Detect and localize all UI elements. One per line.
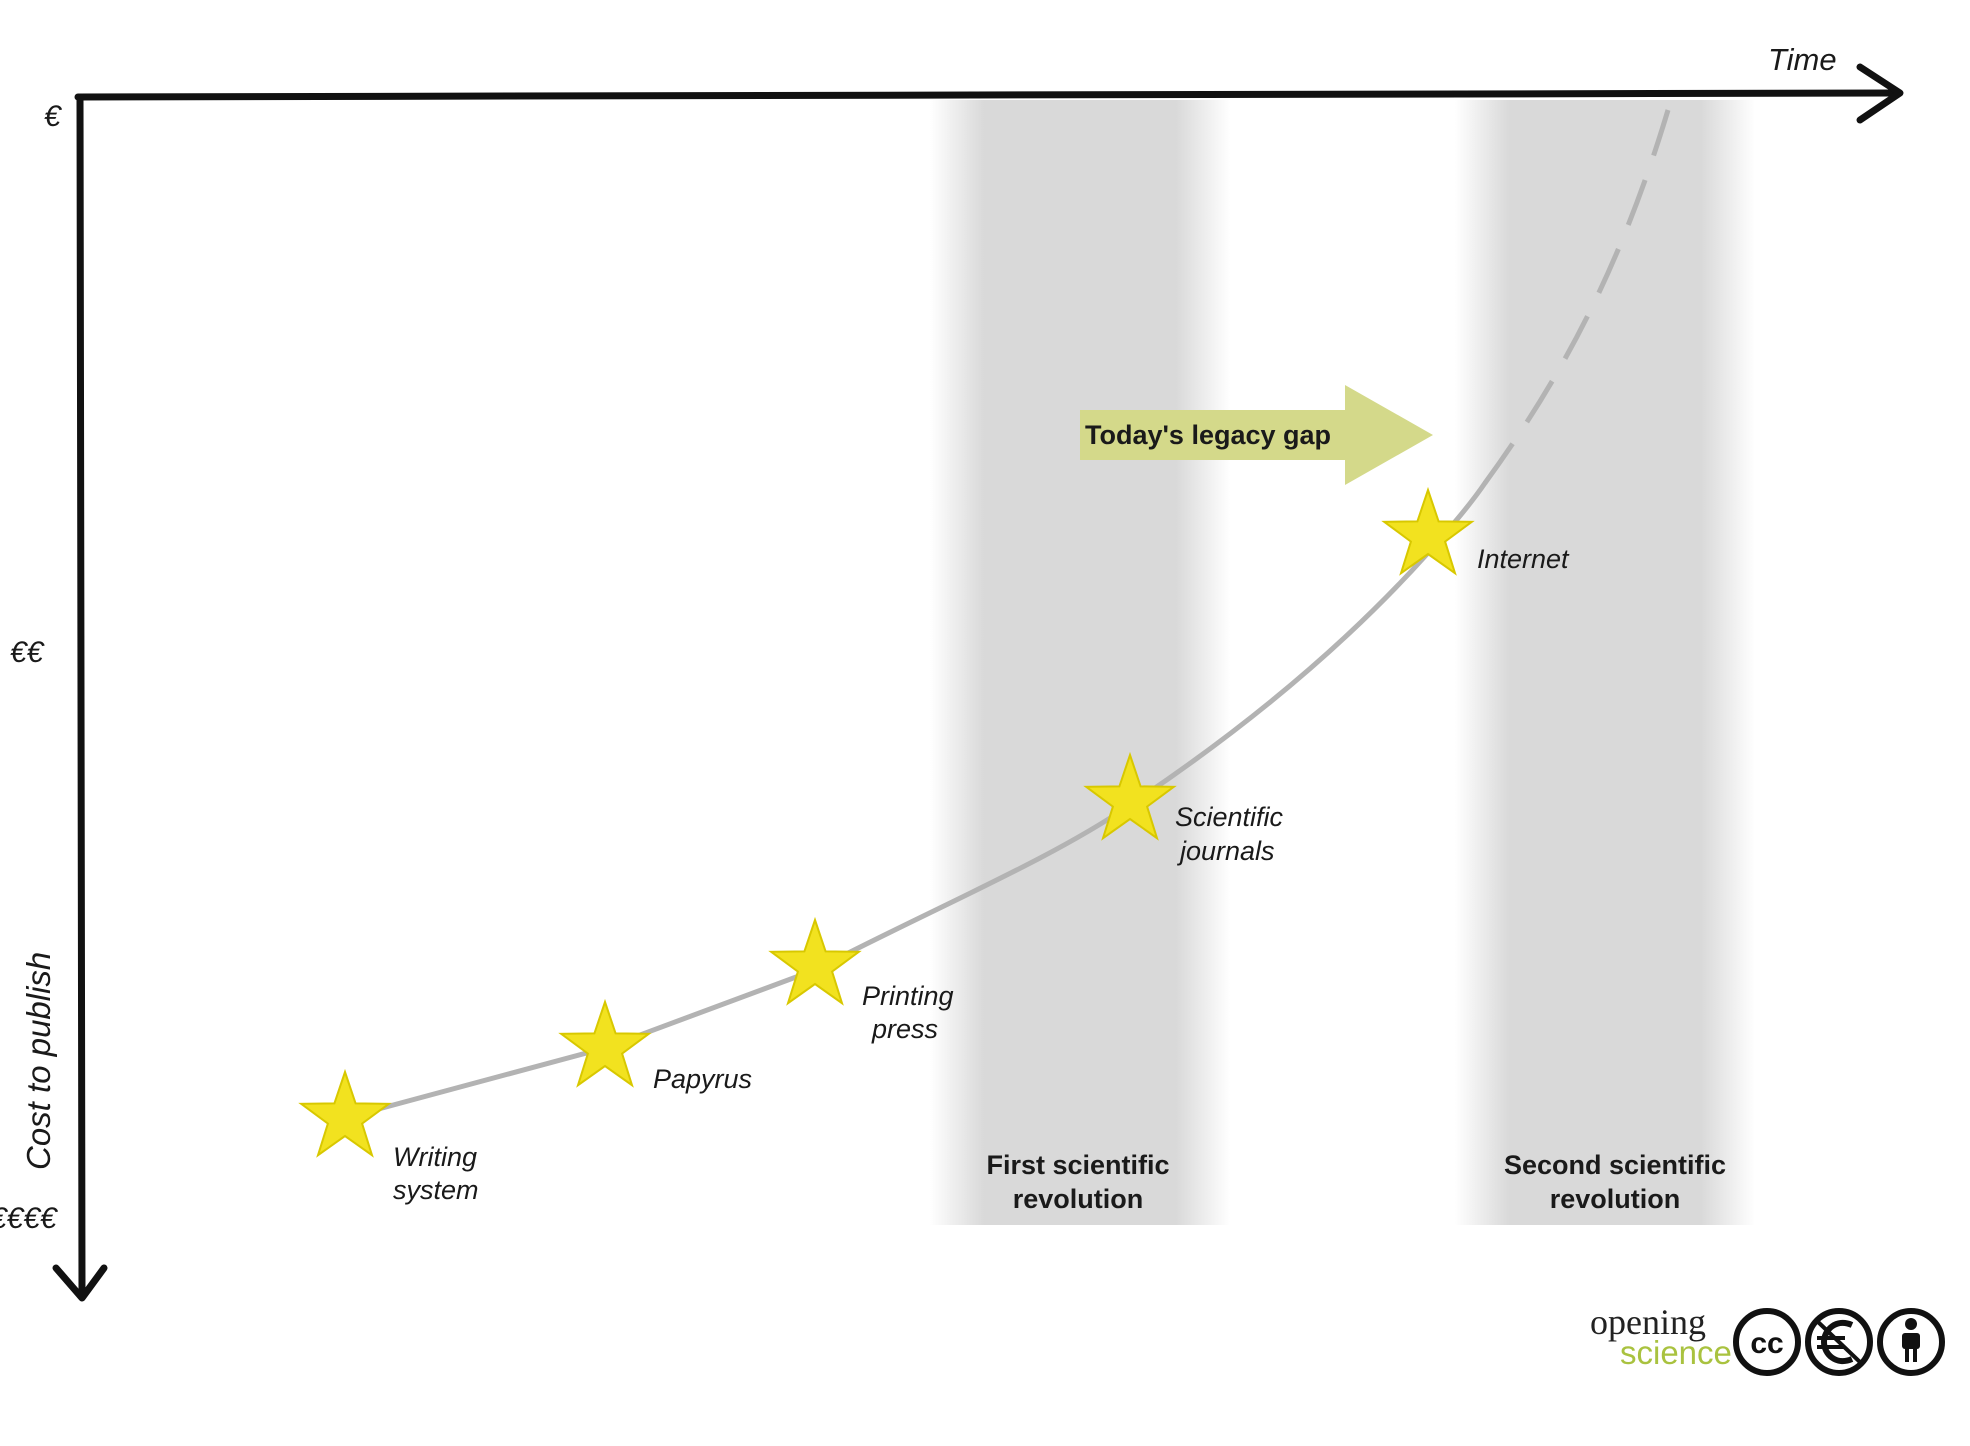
milestone-label-printing-press-line2: press <box>871 1014 938 1044</box>
x-axis-arrowhead <box>1856 63 1904 124</box>
star-printing-press <box>768 916 862 1006</box>
second-revolution-label-line2: revolution <box>1550 1184 1681 1214</box>
logo-word-opening: opening <box>1590 1302 1706 1342</box>
y-tick-low-cost: € <box>44 100 62 133</box>
legacy-gap-label: Today's legacy gap <box>1085 420 1331 450</box>
y-tick-mid-cost: €€ <box>10 636 45 669</box>
milestone-label-scientific-journals: Scientific <box>1175 802 1284 832</box>
star-writing-system <box>298 1068 392 1158</box>
projected-curve <box>1482 109 1671 485</box>
time-axis-label: Time <box>1768 42 1837 77</box>
svg-text:cc: cc <box>1750 1327 1783 1360</box>
star-scientific-journals <box>1083 751 1177 841</box>
second-revolution-label: Second scientific <box>1504 1150 1726 1180</box>
star-papyrus <box>558 998 652 1088</box>
y-axis-arrowhead <box>52 1264 108 1302</box>
logo-word-science: science <box>1620 1334 1732 1371</box>
first-revolution-label: First scientific <box>986 1150 1169 1180</box>
first-revolution-label-line2: revolution <box>1013 1184 1144 1214</box>
x-axis <box>74 89 1899 101</box>
milestone-label-printing-press: Printing <box>862 981 954 1011</box>
milestone-label-writing-system: Writing <box>393 1142 477 1172</box>
milestone-label-scientific-journals-line2: journals <box>1176 836 1275 866</box>
second-revolution-band <box>1455 100 1755 1225</box>
milestone-label-writing-system-line2: system <box>393 1175 479 1205</box>
first-revolution-band <box>930 100 1230 1225</box>
cc-icon: cc <box>1733 1308 1801 1376</box>
y-tick-high-cost: €€€€ <box>0 1202 58 1235</box>
noncommercial-euro-icon <box>1805 1308 1873 1376</box>
milestone-label-internet: Internet <box>1477 544 1570 574</box>
legacy-gap-arrow <box>1080 385 1433 485</box>
cost-axis-label: Cost to publish <box>20 952 57 1170</box>
star-internet <box>1381 486 1475 576</box>
y-axis <box>76 93 86 1296</box>
milestone-label-papyrus: Papyrus <box>653 1064 752 1094</box>
attribution-icon <box>1877 1308 1945 1376</box>
opening-science-logo: opening science <box>1590 1302 1732 1371</box>
